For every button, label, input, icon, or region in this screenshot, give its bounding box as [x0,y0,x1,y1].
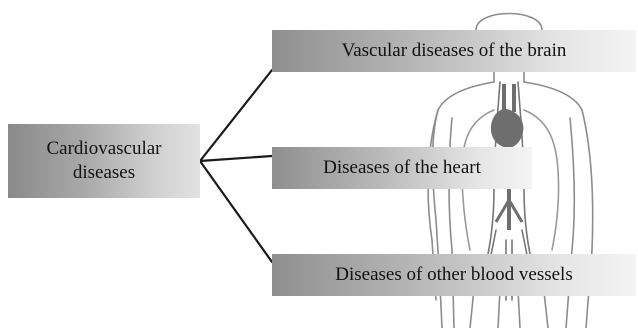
branch-node-heart: Diseases of the heart [272,147,532,189]
root-node-cardiovascular-diseases: Cardiovascular diseases [8,124,200,198]
branch-node-label: Vascular diseases of the brain [342,39,567,63]
branch-node-label: Diseases of other blood vessels [335,263,572,287]
connector-to-brain [200,70,272,161]
root-node-label-line2: diseases [46,161,161,185]
branch-node-label: Diseases of the heart [323,156,481,180]
root-node-label-line1: Cardiovascular [46,137,161,161]
connector-to-other [200,161,272,262]
branch-node-brain: Vascular diseases of the brain [272,30,636,72]
connector-to-heart [200,156,272,161]
branch-node-other-vessels: Diseases of other blood vessels [272,254,636,296]
